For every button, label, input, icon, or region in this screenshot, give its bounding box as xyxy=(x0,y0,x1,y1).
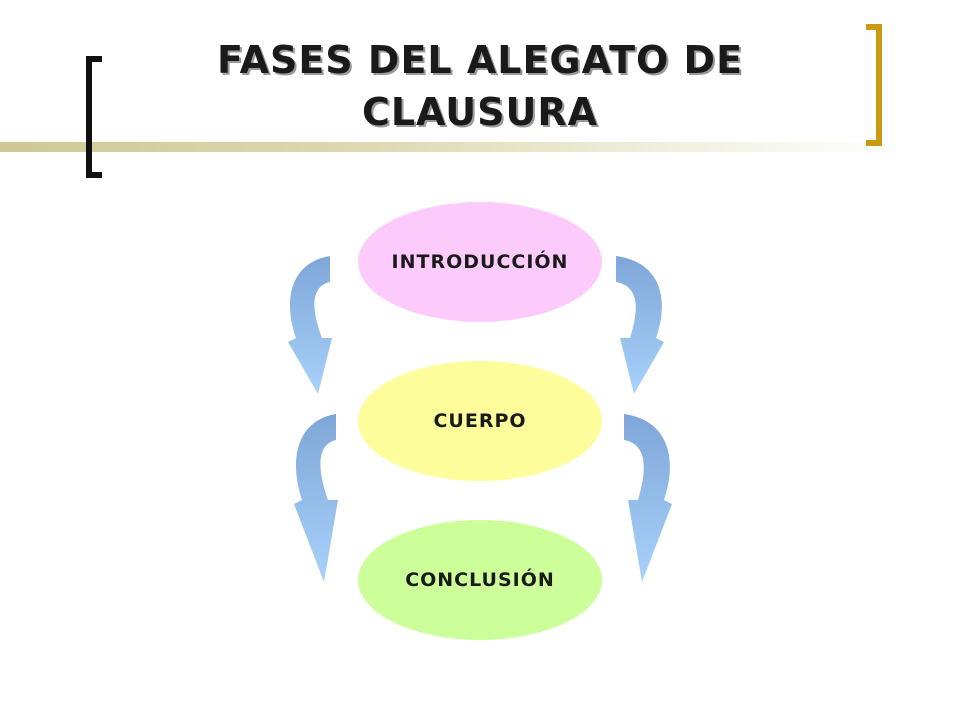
title-line-1: FASES DEL ALEGATO DE xyxy=(216,38,744,82)
phase-label: CONCLUSIÓN xyxy=(405,569,555,591)
left-bracket-decoration xyxy=(86,56,102,178)
arrow-right-intro-to-cuerpo xyxy=(616,256,664,394)
arrow-left-cuerpo-to-conclusion xyxy=(294,414,338,582)
phase-label: INTRODUCCIÓN xyxy=(391,251,569,273)
right-bracket-decoration xyxy=(866,24,882,146)
arrow-right-cuerpo-to-conclusion xyxy=(624,414,672,582)
slide-title: FASES DEL ALEGATO DE CLAUSURA xyxy=(130,34,830,138)
title-line-2: CLAUSURA xyxy=(361,90,599,134)
phase-conclusion: CONCLUSIÓN xyxy=(358,520,602,640)
phase-cuerpo: CUERPO xyxy=(358,361,602,481)
arrow-left-intro-to-cuerpo xyxy=(288,256,332,394)
title-underline-bar xyxy=(0,142,900,152)
phase-label: CUERPO xyxy=(433,410,527,432)
phase-introduccion: INTRODUCCIÓN xyxy=(358,202,602,322)
